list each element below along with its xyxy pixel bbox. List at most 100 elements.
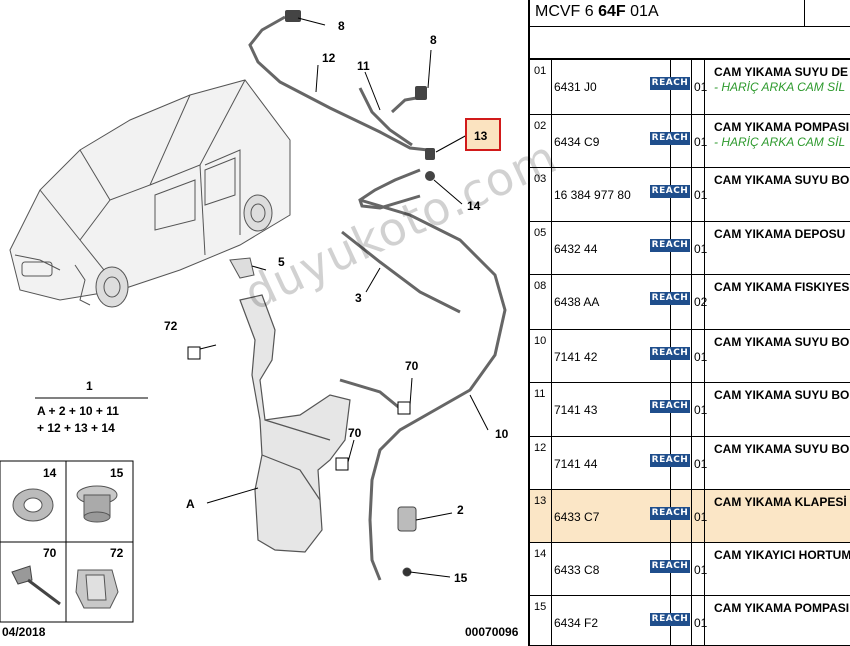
reach-badge: REACH (650, 507, 690, 520)
callout-A: A (186, 497, 195, 511)
kit-formula: A + 2 + 10 + 11 + 12 + 13 + 14 (35, 397, 148, 435)
leader-lines (195, 17, 489, 578)
row-index: 12 (534, 442, 547, 454)
part-reference: 6434 F2 (554, 616, 599, 630)
row-index: 13 (534, 495, 547, 507)
part-description: CAM YIKAMA SUYU DE (714, 65, 849, 79)
reach-badge: REACH (650, 239, 690, 252)
part-description: CAM YIKAYICI HORTUM (714, 548, 850, 562)
part-description: CAM YIKAMA SUYU BO (714, 173, 850, 187)
quantity: 01 (694, 188, 708, 202)
reach-badge: REACH (650, 185, 690, 198)
cell-divider (530, 490, 552, 542)
table-subheader (530, 26, 850, 60)
row-index: 15 (534, 601, 547, 613)
part-reference: 6434 C9 (554, 135, 600, 149)
cell-divider (530, 168, 552, 221)
row-index: 01 (534, 65, 547, 77)
cell-divider (692, 115, 705, 167)
callout-70a: 70 (405, 359, 419, 373)
part-note: - HARİÇ ARKA CAM SİL (714, 80, 846, 94)
formula-top: A + 2 + 10 + 11 (37, 404, 119, 418)
diagram-svg: 8 12 11 8 14 5 72 3 70 1 10 70 A 2 15 13… (0, 10, 519, 639)
cell-divider (692, 330, 705, 382)
reach-badge: REACH (650, 560, 690, 573)
formula-bottom: + 12 + 13 + 14 (37, 421, 115, 435)
row-index: 11 (534, 388, 546, 400)
cell-divider (530, 596, 552, 645)
row-index: 02 (534, 120, 547, 132)
hose-connectors (285, 10, 435, 181)
cell-divider (692, 60, 705, 114)
cell-divider (671, 383, 692, 436)
reach-badge: REACH (650, 347, 690, 360)
callout-1: 1 (86, 379, 93, 393)
part-description: CAM YIKAMA KLAPESİ (714, 495, 847, 509)
callout-8a: 8 (338, 19, 345, 33)
callout-72: 72 (164, 319, 178, 333)
cell-divider (671, 596, 692, 645)
grommet-15-drawing (76, 485, 118, 523)
part-note: - HARİÇ ARKA CAM SİL (714, 135, 846, 149)
part-reference: 6431 J0 (554, 80, 597, 94)
reservoir (239, 294, 351, 553)
legend-label-72: 72 (110, 546, 124, 560)
part-reference: 7141 42 (554, 350, 598, 364)
cell-divider (530, 275, 552, 329)
legend-grid: 14 15 70 72 (0, 460, 134, 623)
model-code: MCVF 6 64F 01A (535, 3, 659, 21)
part-reference: 7141 44 (554, 457, 598, 471)
cell-divider (692, 168, 705, 221)
pointer-boxes (187, 346, 411, 471)
drawing-number: 00070096 (465, 625, 519, 639)
part-description: CAM YIKAMA SUYU BO (714, 442, 850, 456)
cell-divider (671, 275, 692, 329)
cell-divider (671, 222, 692, 274)
cell-divider (692, 490, 705, 542)
cell-divider (692, 596, 705, 645)
callout-3: 3 (355, 291, 362, 305)
reach-badge: REACH (650, 77, 690, 90)
model-code-bold: 64F (598, 3, 626, 20)
quantity: 02 (694, 295, 708, 309)
cell-divider (671, 115, 692, 167)
part-reference: 6438 AA (554, 295, 600, 309)
part-reference: 6433 C7 (554, 510, 600, 524)
callout-13: 13 (474, 129, 488, 143)
part-description: CAM YIKAMA SUYU BO (714, 335, 850, 349)
pump-2 (397, 506, 417, 577)
row-index: 14 (534, 548, 547, 560)
cell-divider (671, 168, 692, 221)
cell-divider (530, 383, 552, 436)
part-description: CAM YIKAMA POMPASI (714, 120, 850, 134)
cell-divider (530, 115, 552, 167)
parts-diagram: 8 12 11 8 14 5 72 3 70 1 10 70 A 2 15 13… (0, 10, 565, 639)
callout-labels: 8 12 11 8 14 5 72 3 70 1 10 70 A 2 15 (86, 19, 509, 585)
callout-13-highlight: 13 (465, 118, 501, 151)
cell-divider (530, 330, 552, 382)
callout-70b: 70 (348, 426, 362, 440)
reach-badge: REACH (650, 613, 690, 626)
part-description: CAM YIKAMA FISKIYES (714, 280, 850, 294)
reach-badge: REACH (650, 400, 690, 413)
bracket-5 (229, 257, 255, 279)
legend-label-15: 15 (110, 466, 124, 480)
cell-divider (530, 60, 552, 114)
row-index: 08 (534, 280, 547, 292)
callout-8b: 8 (430, 33, 437, 47)
model-code-suffix: 01A (625, 3, 659, 20)
part-reference: 7141 43 (554, 403, 598, 417)
cell-divider (692, 543, 705, 595)
quantity: 01 (694, 563, 708, 577)
